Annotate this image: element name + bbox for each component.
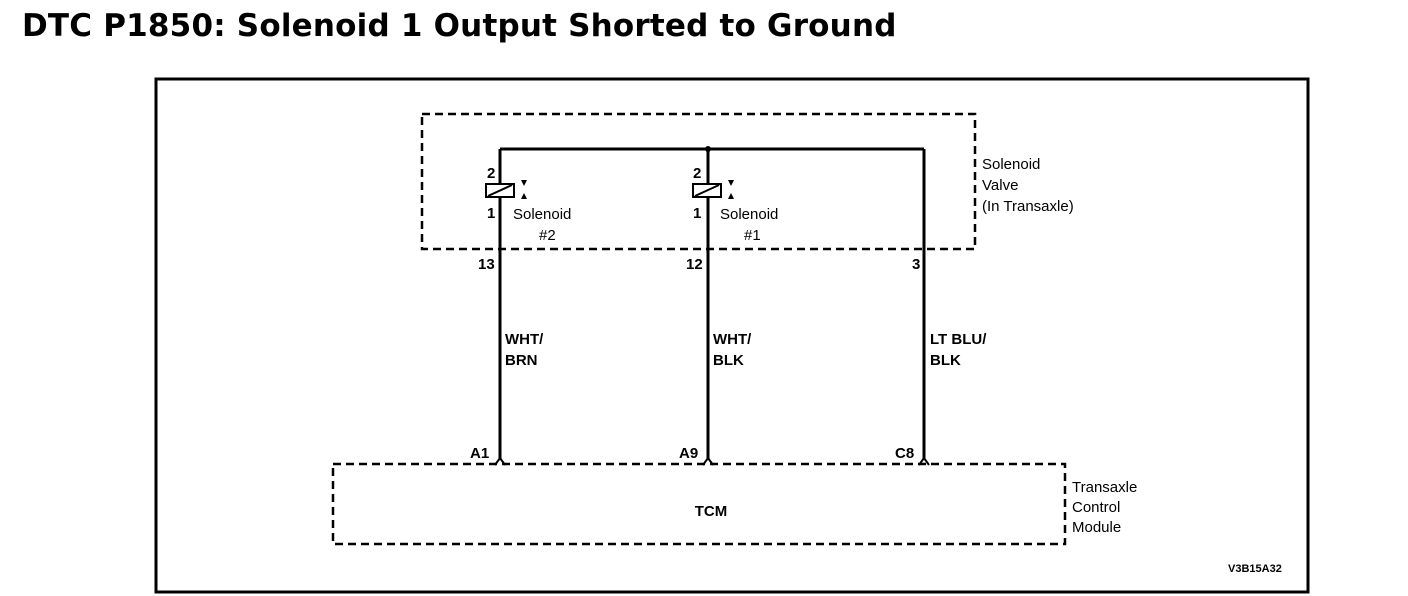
tcm-label-line1: Transaxle: [1072, 479, 1137, 496]
wire-color-2-line2: BLK: [713, 352, 744, 369]
solenoid-valve-label-line2: Valve: [982, 177, 1018, 194]
wire-color-2-line1: WHT/: [713, 331, 752, 348]
connector-pin-12: 12: [686, 256, 703, 273]
page-title: DTC P1850: Solenoid 1 Output Shorted to …: [22, 8, 897, 44]
solenoid-2-number: #2: [539, 227, 556, 244]
solenoid-2-coil-icon: [485, 180, 527, 199]
tcm-name: TCM: [695, 503, 728, 520]
solenoid-1-label: Solenoid: [720, 206, 778, 223]
solenoid-1-coil-icon: [692, 180, 734, 199]
tcm-label-line3: Module: [1072, 519, 1121, 536]
diagram-frame: [154, 77, 1310, 594]
tcm-enclosure: [331, 462, 1067, 546]
connector-pin-3: 3: [912, 256, 920, 273]
solenoid-valve-label-line3: (In Transaxle): [982, 198, 1074, 215]
tcm-terminal-a9: A9: [679, 445, 698, 462]
wire-color-3-line1: LT BLU/: [930, 331, 987, 348]
terminal-marker-c8: [918, 456, 930, 466]
solenoid-valve-enclosure: [420, 112, 977, 251]
solenoid-1-pin-top: 2: [693, 165, 701, 182]
solenoid-valve-label-line1: Solenoid: [982, 156, 1040, 173]
wire-color-1-line2: BRN: [505, 352, 538, 369]
solenoid-2-pin-top: 2: [487, 165, 495, 182]
solenoid-1-number: #1: [744, 227, 761, 244]
tcm-terminal-a1: A1: [470, 445, 489, 462]
solenoid-2-pin-bottom: 1: [487, 205, 495, 222]
figure-code: V3B15A32: [1228, 563, 1282, 575]
wire-color-3-line2: BLK: [930, 352, 961, 369]
connector-pin-13: 13: [478, 256, 495, 273]
tcm-label-line2: Control: [1072, 499, 1120, 516]
tcm-terminal-c8: C8: [895, 445, 914, 462]
solenoid-2-label: Solenoid: [513, 206, 571, 223]
solenoid-1-pin-bottom: 1: [693, 205, 701, 222]
terminal-marker-a9: [702, 456, 714, 466]
wire-color-1-line1: WHT/: [505, 331, 544, 348]
terminal-marker-a1: [494, 456, 506, 466]
